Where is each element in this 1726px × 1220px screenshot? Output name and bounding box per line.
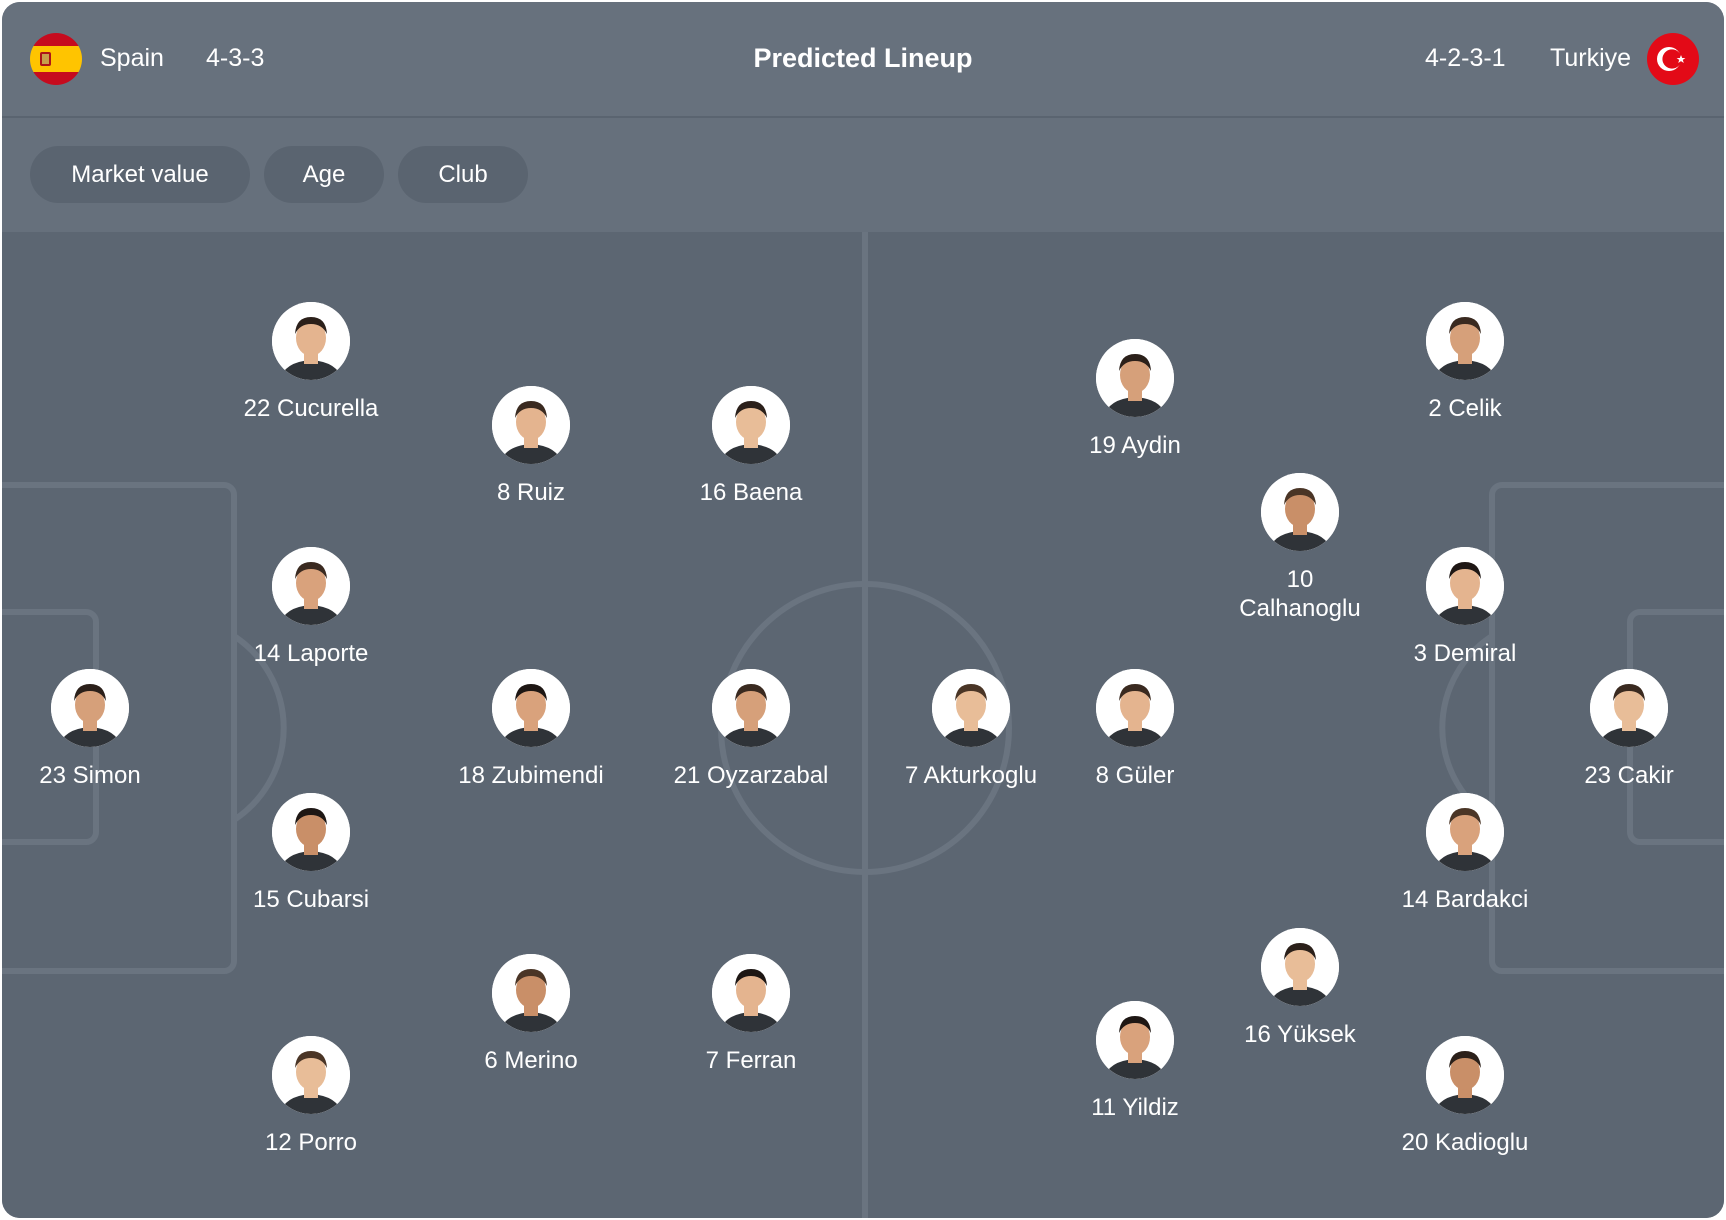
- player-name: 20 Kadioglu: [1401, 1129, 1529, 1156]
- age-filter-button[interactable]: Age: [264, 146, 384, 203]
- away-player[interactable]: 14 Bardakci: [1375, 793, 1555, 914]
- home-player[interactable]: 21 Oyzarzabal: [661, 669, 841, 790]
- player-avatar[interactable]: [1590, 669, 1668, 747]
- away-player[interactable]: 20 Kadioglu: [1375, 1036, 1555, 1157]
- player-name: 6 Merino: [484, 1047, 578, 1074]
- player-avatar[interactable]: [272, 302, 350, 380]
- player-avatar[interactable]: [272, 793, 350, 871]
- player-name: 12 Porro: [264, 1129, 358, 1156]
- player-avatar[interactable]: [1096, 1001, 1174, 1079]
- player-avatar[interactable]: [1426, 302, 1504, 380]
- player-avatar[interactable]: [492, 386, 570, 464]
- player-avatar[interactable]: [272, 547, 350, 625]
- player-name: 18 Zubimendi: [458, 762, 604, 789]
- home-player[interactable]: 7 Ferran: [661, 954, 841, 1075]
- away-player[interactable]: 23 Cakir: [1539, 669, 1719, 790]
- club-filter-button[interactable]: Club: [398, 146, 528, 203]
- player-avatar[interactable]: [272, 1036, 350, 1114]
- player-name: 19 Aydin: [1089, 432, 1181, 459]
- away-player[interactable]: 2 Celik: [1375, 302, 1555, 423]
- away-team-name: Turkiye: [1550, 44, 1632, 72]
- home-player[interactable]: 8 Ruiz: [441, 386, 621, 507]
- player-name: 8 Ruiz: [496, 479, 566, 506]
- away-player[interactable]: 16 Yüksek: [1210, 928, 1390, 1049]
- player-name: 14 Laporte: [253, 640, 369, 667]
- home-player[interactable]: 14 Laporte: [221, 547, 401, 668]
- player-name: 7 Ferran: [705, 1047, 797, 1074]
- player-name: 23 Simon: [39, 762, 141, 789]
- player-avatar[interactable]: [492, 669, 570, 747]
- player-name: 16 Yüksek: [1244, 1021, 1356, 1048]
- player-avatar[interactable]: [1426, 793, 1504, 871]
- home-player[interactable]: 16 Baena: [661, 386, 841, 507]
- away-player[interactable]: 19 Aydin: [1045, 339, 1225, 460]
- player-name: 23 Cakir: [1584, 762, 1674, 789]
- player-avatar[interactable]: [1261, 473, 1339, 551]
- player-avatar[interactable]: [1426, 547, 1504, 625]
- player-avatar[interactable]: [1261, 928, 1339, 1006]
- home-team-name: Spain: [100, 44, 164, 72]
- home-player[interactable]: 18 Zubimendi: [441, 669, 621, 790]
- player-name: 15 Cubarsi: [252, 886, 370, 913]
- away-player[interactable]: 11 Yildiz: [1045, 1001, 1225, 1122]
- player-avatar[interactable]: [492, 954, 570, 1032]
- player-name: 3 Demiral: [1413, 640, 1517, 667]
- player-avatar[interactable]: [1096, 669, 1174, 747]
- player-name: 11 Yildiz: [1091, 1094, 1179, 1121]
- home-player[interactable]: 22 Cucurella: [221, 302, 401, 423]
- home-player[interactable]: 6 Merino: [441, 954, 621, 1075]
- player-name: 14 Bardakci: [1401, 886, 1529, 913]
- page-title: Predicted Lineup: [753, 43, 973, 73]
- away-player[interactable]: 8 Güler: [1045, 669, 1225, 790]
- player-name: 2 Celik: [1428, 395, 1502, 422]
- player-avatar[interactable]: [712, 669, 790, 747]
- lineup-header: Spain 4-3-3 Predicted Lineup 4-2-3-1 Tur…: [2, 2, 1724, 118]
- market-value-filter-button[interactable]: Market value: [30, 146, 250, 203]
- player-avatar[interactable]: [712, 386, 790, 464]
- home-player[interactable]: 15 Cubarsi: [221, 793, 401, 914]
- player-name: 16 Baena: [699, 479, 803, 506]
- player-name: 8 Güler: [1095, 762, 1175, 789]
- home-player[interactable]: 12 Porro: [221, 1036, 401, 1157]
- player-name: 22 Cucurella: [243, 395, 379, 422]
- player-avatar[interactable]: [1096, 339, 1174, 417]
- player-avatar[interactable]: [1426, 1036, 1504, 1114]
- player-name: 21 Oyzarzabal: [673, 762, 829, 789]
- player-avatar[interactable]: [932, 669, 1010, 747]
- pitch: 22 Cucurella 14 Laporte 15 Cubarsi 12 Porro…: [2, 232, 1724, 1218]
- away-formation: 4-2-3-1: [1425, 44, 1506, 72]
- player-avatar[interactable]: [51, 669, 129, 747]
- player-name: 7 Akturkoglu: [904, 762, 1038, 789]
- away-player[interactable]: 3 Demiral: [1375, 547, 1555, 668]
- player-avatar[interactable]: [712, 954, 790, 1032]
- away-player[interactable]: 7 Akturkoglu: [881, 669, 1061, 790]
- turkiye-flag-icon: [1647, 33, 1699, 85]
- home-player[interactable]: 23 Simon: [2, 669, 180, 790]
- home-formation: 4-3-3: [206, 44, 265, 72]
- filter-bar: Market value Age Club: [2, 118, 1724, 232]
